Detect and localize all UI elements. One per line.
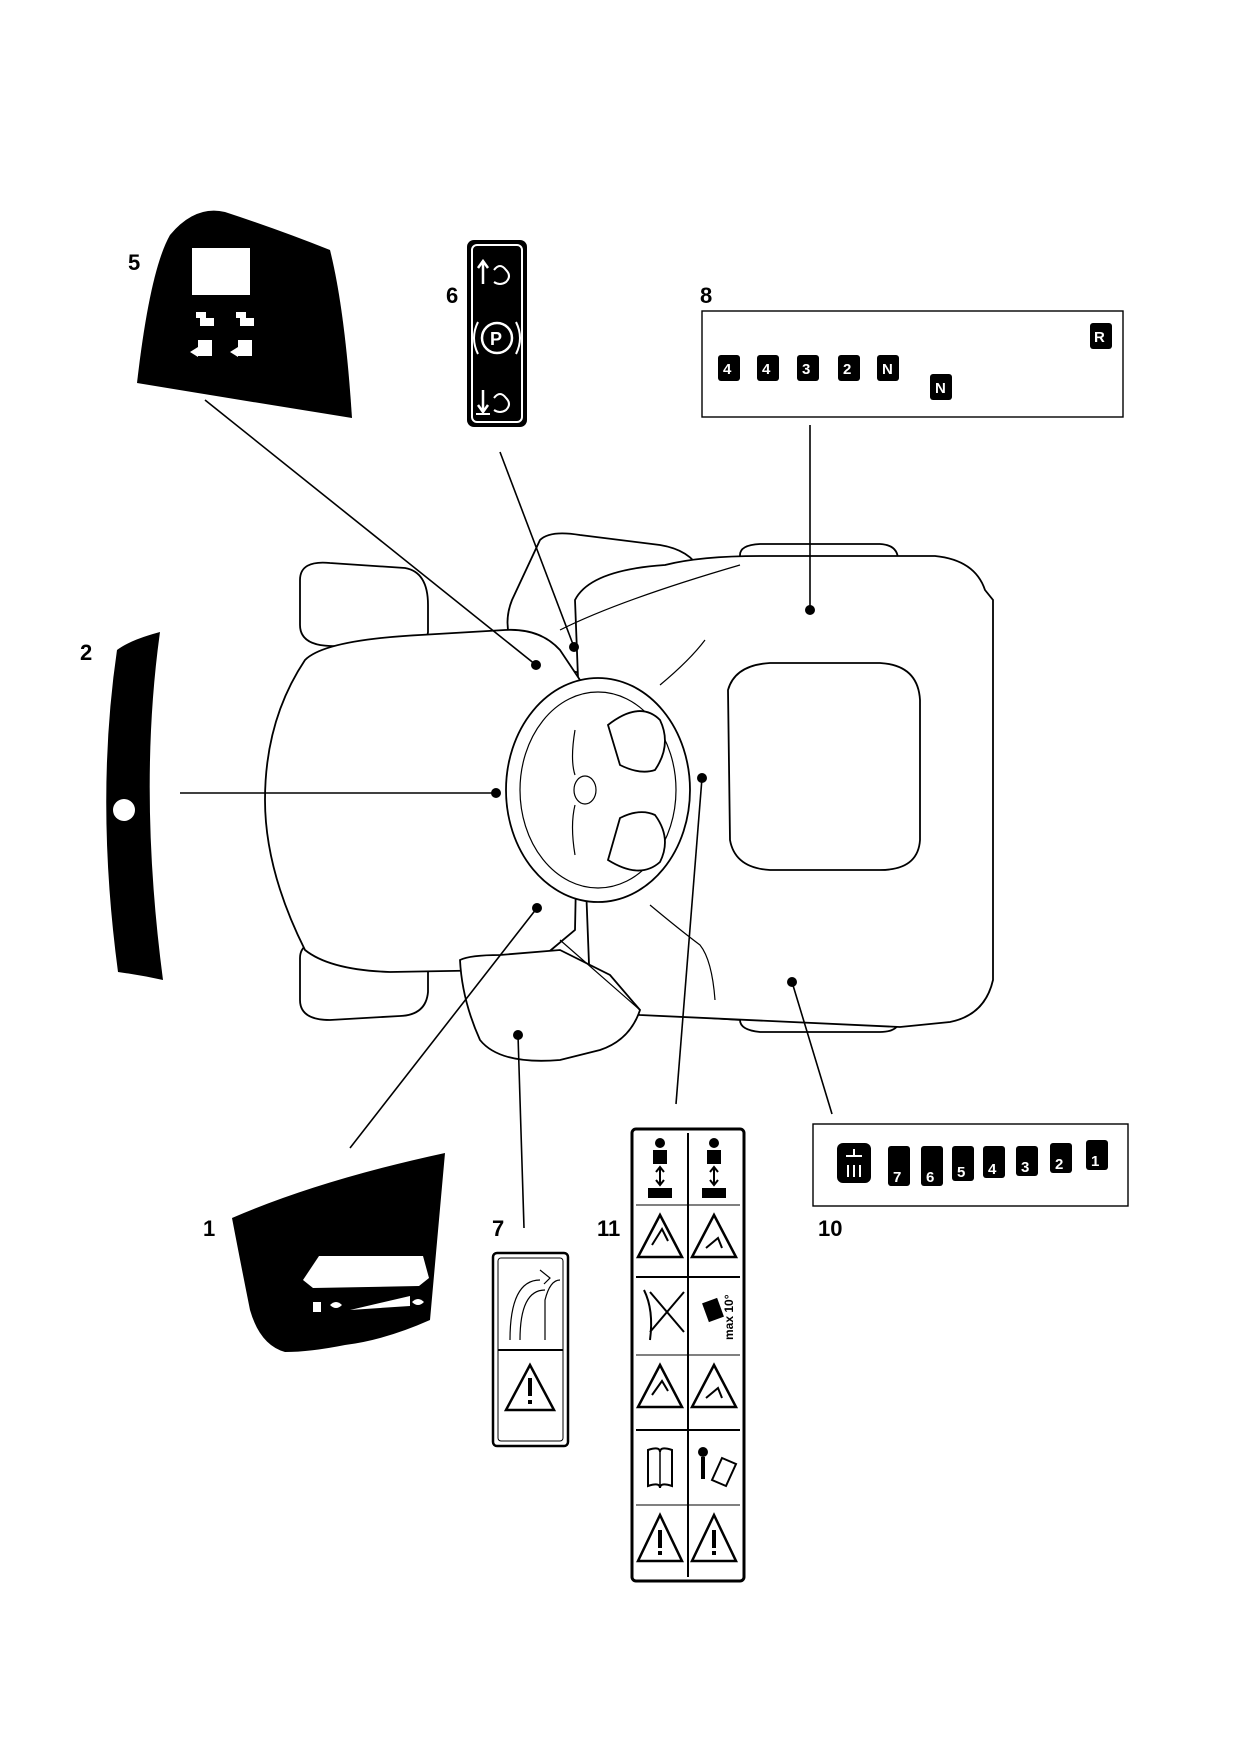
gear-label-1: 4	[723, 361, 732, 378]
slope-warning-text: max 10°	[722, 1294, 736, 1340]
lower-fender	[459, 949, 642, 1062]
height-position-7: 7	[893, 1169, 901, 1186]
height-position-6: 6	[926, 1169, 934, 1186]
leader-dot-6	[569, 642, 579, 652]
dash-line-d	[559, 939, 641, 1011]
callout-6: 6	[446, 283, 458, 308]
steering-spoke-line	[571, 729, 576, 856]
rear-body	[264, 628, 581, 973]
callout-1: 1	[203, 1216, 215, 1241]
decal-10: 7 6 5 4 3 2 1	[812, 1123, 1129, 1207]
gear-label-3: 3	[802, 361, 810, 378]
height-position-5: 5	[957, 1164, 965, 1181]
leader-dot-10	[787, 977, 797, 987]
gear-label-4: 2	[843, 361, 851, 378]
dash-line-b	[659, 639, 706, 686]
steering-wheel-outer	[505, 677, 691, 903]
leader-dot-7	[513, 1030, 523, 1040]
callout-8: 8	[700, 283, 712, 308]
leader-dot-11	[697, 773, 707, 783]
warning-triangle-icon	[503, 1362, 557, 1412]
gear-label-r: R	[1094, 329, 1105, 346]
leader-dot-1	[532, 903, 542, 913]
decal-6: P	[467, 240, 527, 427]
callout-10: 10	[818, 1216, 842, 1241]
steering-hub	[573, 775, 597, 805]
decal-8: 4 4 3 2 N N R	[701, 310, 1124, 418]
height-position-1: 1	[1091, 1153, 1099, 1170]
callout-11: 11	[597, 1216, 620, 1241]
throttle-icon	[303, 1256, 429, 1312]
callout-5: 5	[128, 250, 140, 275]
height-position-3: 3	[1021, 1159, 1029, 1176]
leader-dot-8	[805, 605, 815, 615]
tractor-outline	[264, 532, 994, 1062]
dash-line-c	[649, 904, 716, 1001]
svg-text:P: P	[490, 329, 502, 349]
key-icon	[698, 1447, 738, 1488]
gear-label-n2: N	[935, 380, 946, 397]
brake-pedal-icon	[190, 312, 254, 357]
decal-7	[491, 1251, 570, 1448]
gear-indicator: 4 4 3 2 N N R	[718, 323, 1112, 400]
leader-lines	[180, 399, 833, 1229]
height-position-2: 2	[1055, 1156, 1063, 1173]
leader-dot-5	[531, 660, 541, 670]
rear-wheel-top	[299, 561, 429, 650]
dash-line-a	[559, 564, 741, 631]
manual-book-icon	[647, 1447, 673, 1489]
decal-1	[232, 1153, 445, 1352]
decal-2	[106, 632, 163, 980]
steering-spoke-top	[606, 710, 666, 773]
gear-label-5: N	[882, 361, 893, 378]
cutting-height-icon	[837, 1143, 871, 1183]
callout-7: 7	[492, 1216, 504, 1241]
parking-brake-icon: P	[473, 258, 521, 415]
height-position-4: 4	[988, 1161, 997, 1178]
steering-wheel-inner	[519, 691, 677, 889]
leader-dot-2	[491, 788, 501, 798]
decal-11: max 10°	[630, 1127, 746, 1583]
steering-spoke-bottom	[606, 811, 666, 872]
gear-label-2: 4	[762, 361, 771, 378]
front-panel	[727, 662, 921, 871]
decal-5	[137, 210, 352, 418]
callout-2: 2	[80, 640, 92, 665]
